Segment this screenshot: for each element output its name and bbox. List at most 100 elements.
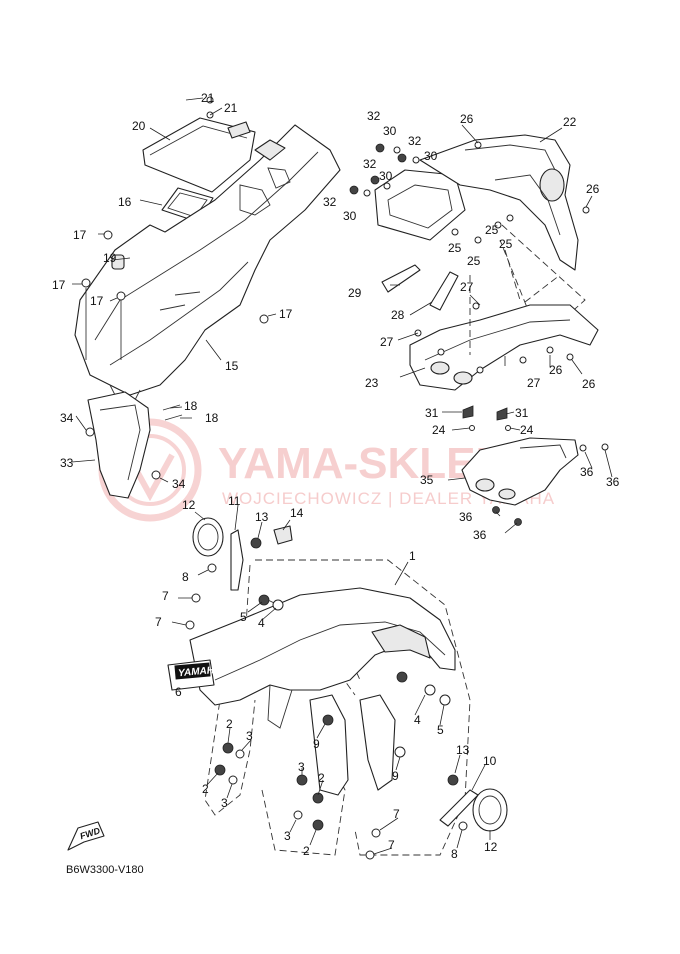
callout-32[interactable]: 32 (363, 157, 377, 171)
callout-2[interactable]: 2 (303, 844, 310, 858)
callout-9[interactable]: 9 (392, 769, 399, 783)
part-19-grommet (111, 254, 125, 270)
callout-14[interactable]: 14 (290, 506, 304, 520)
callout-25[interactable]: 25 (485, 223, 499, 237)
callout-34[interactable]: 34 (60, 411, 74, 425)
callout-17[interactable]: 17 (279, 307, 293, 321)
part-11-stay (230, 529, 244, 591)
callout-27[interactable]: 27 (460, 280, 474, 294)
rear-cowl-assembly (349, 124, 613, 534)
callout-4[interactable]: 4 (414, 713, 421, 727)
callout-15[interactable]: 15 (225, 359, 239, 373)
callout-3[interactable]: 3 (298, 760, 305, 774)
callout-36[interactable]: 36 (473, 528, 487, 542)
part-stay-right (359, 694, 396, 791)
callout-36[interactable]: 36 (606, 475, 620, 489)
callout-31[interactable]: 31 (515, 406, 529, 420)
callout-30[interactable]: 30 (343, 209, 357, 223)
callout-32[interactable]: 32 (323, 195, 337, 209)
watermark-subtitle: WOJCIECHOWICZ | DEALER YAMAHA (222, 489, 555, 508)
callout-5[interactable]: 5 (437, 723, 444, 737)
part-12-reflector-right (472, 788, 508, 832)
callout-33[interactable]: 33 (60, 456, 74, 470)
callout-12[interactable]: 12 (182, 498, 196, 512)
callout-23[interactable]: 23 (365, 376, 379, 390)
callout-10[interactable]: 10 (483, 754, 497, 768)
callout-20[interactable]: 20 (132, 119, 146, 133)
callout-32[interactable]: 32 (367, 109, 381, 123)
callout-7[interactable]: 7 (155, 615, 162, 629)
callout-25[interactable]: 25 (467, 254, 481, 268)
fwd-arrow: FWD (67, 821, 105, 851)
callout-18[interactable]: 18 (205, 411, 219, 425)
callout-2[interactable]: 2 (318, 771, 325, 785)
callout-28[interactable]: 28 (391, 308, 405, 322)
callout-3[interactable]: 3 (284, 829, 291, 843)
callout-18[interactable]: 18 (184, 399, 198, 413)
rear-inner-fender-assembly (71, 96, 341, 499)
front-fender-assembly: YAMAHA (167, 504, 508, 860)
callout-13[interactable]: 13 (456, 743, 470, 757)
callout-17[interactable]: 17 (73, 228, 87, 242)
callout-31[interactable]: 31 (425, 406, 439, 420)
callout-7[interactable]: 7 (162, 589, 169, 603)
callout-36[interactable]: 36 (459, 510, 473, 524)
part-15-inner-fender (74, 124, 341, 396)
callout-17[interactable]: 17 (90, 294, 104, 308)
callout-34[interactable]: 34 (172, 477, 186, 491)
part-29-stay (381, 264, 421, 293)
callout-9[interactable]: 9 (313, 737, 320, 751)
callout-25[interactable]: 25 (448, 241, 462, 255)
fwd-arrow-icon (67, 821, 105, 851)
part-33-license-bracket (87, 391, 151, 499)
callout-3[interactable]: 3 (246, 729, 253, 743)
callout-19[interactable]: 19 (103, 251, 117, 265)
part-20-cover (142, 117, 256, 193)
callout-3[interactable]: 3 (221, 796, 228, 810)
callout-13[interactable]: 13 (255, 510, 269, 524)
callout-5[interactable]: 5 (240, 610, 247, 624)
callout-27[interactable]: 27 (527, 376, 541, 390)
part-28-stay (429, 271, 459, 311)
callout-21[interactable]: 21 (201, 91, 215, 105)
part-12-reflector-left (192, 517, 224, 557)
callout-21[interactable]: 21 (224, 101, 238, 115)
callout-2[interactable]: 2 (226, 717, 233, 731)
callout-22[interactable]: 22 (563, 115, 577, 129)
callout-25[interactable]: 25 (499, 237, 513, 251)
callout-24[interactable]: 24 (520, 423, 534, 437)
callout-30[interactable]: 30 (383, 124, 397, 138)
part-23-cowl-bracket (409, 304, 599, 391)
callout-30[interactable]: 30 (424, 149, 438, 163)
decal-text: YAMAHA (178, 664, 222, 679)
callout-35[interactable]: 35 (420, 473, 434, 487)
callout-8[interactable]: 8 (182, 570, 189, 584)
callout-2[interactable]: 2 (202, 782, 209, 796)
watermark: YAMA-SKLEP WOJCIECHOWICZ | DEALER YAMAHA (98, 418, 555, 522)
callout-12[interactable]: 12 (484, 840, 498, 854)
callout-11[interactable]: 11 (228, 494, 241, 508)
callout-27[interactable]: 27 (380, 335, 394, 349)
callout-6[interactable]: 6 (175, 685, 182, 699)
callout-26[interactable]: 26 (460, 112, 474, 126)
callout-30[interactable]: 30 (379, 169, 393, 183)
callout-16[interactable]: 16 (118, 195, 132, 209)
callout-36[interactable]: 36 (580, 465, 594, 479)
callout-26[interactable]: 26 (582, 377, 596, 391)
callouts: 21 21 20 16 17 19 17 17 17 15 18 18 34 3… (52, 91, 620, 861)
watermark-brand: YAMA-SKLEP (218, 439, 505, 488)
callout-29[interactable]: 29 (348, 286, 362, 300)
callout-26[interactable]: 26 (586, 182, 600, 196)
callout-26[interactable]: 26 (549, 363, 563, 377)
callout-32[interactable]: 32 (408, 134, 422, 148)
callout-7[interactable]: 7 (393, 807, 400, 821)
callout-1[interactable]: 1 (409, 549, 416, 563)
part-22-tail-cowl (419, 134, 579, 271)
callout-24[interactable]: 24 (432, 423, 446, 437)
callout-17[interactable]: 17 (52, 278, 66, 292)
callout-7[interactable]: 7 (388, 838, 395, 852)
callout-4[interactable]: 4 (258, 616, 265, 630)
callout-8[interactable]: 8 (451, 847, 458, 861)
yamaha-decal (174, 662, 211, 680)
